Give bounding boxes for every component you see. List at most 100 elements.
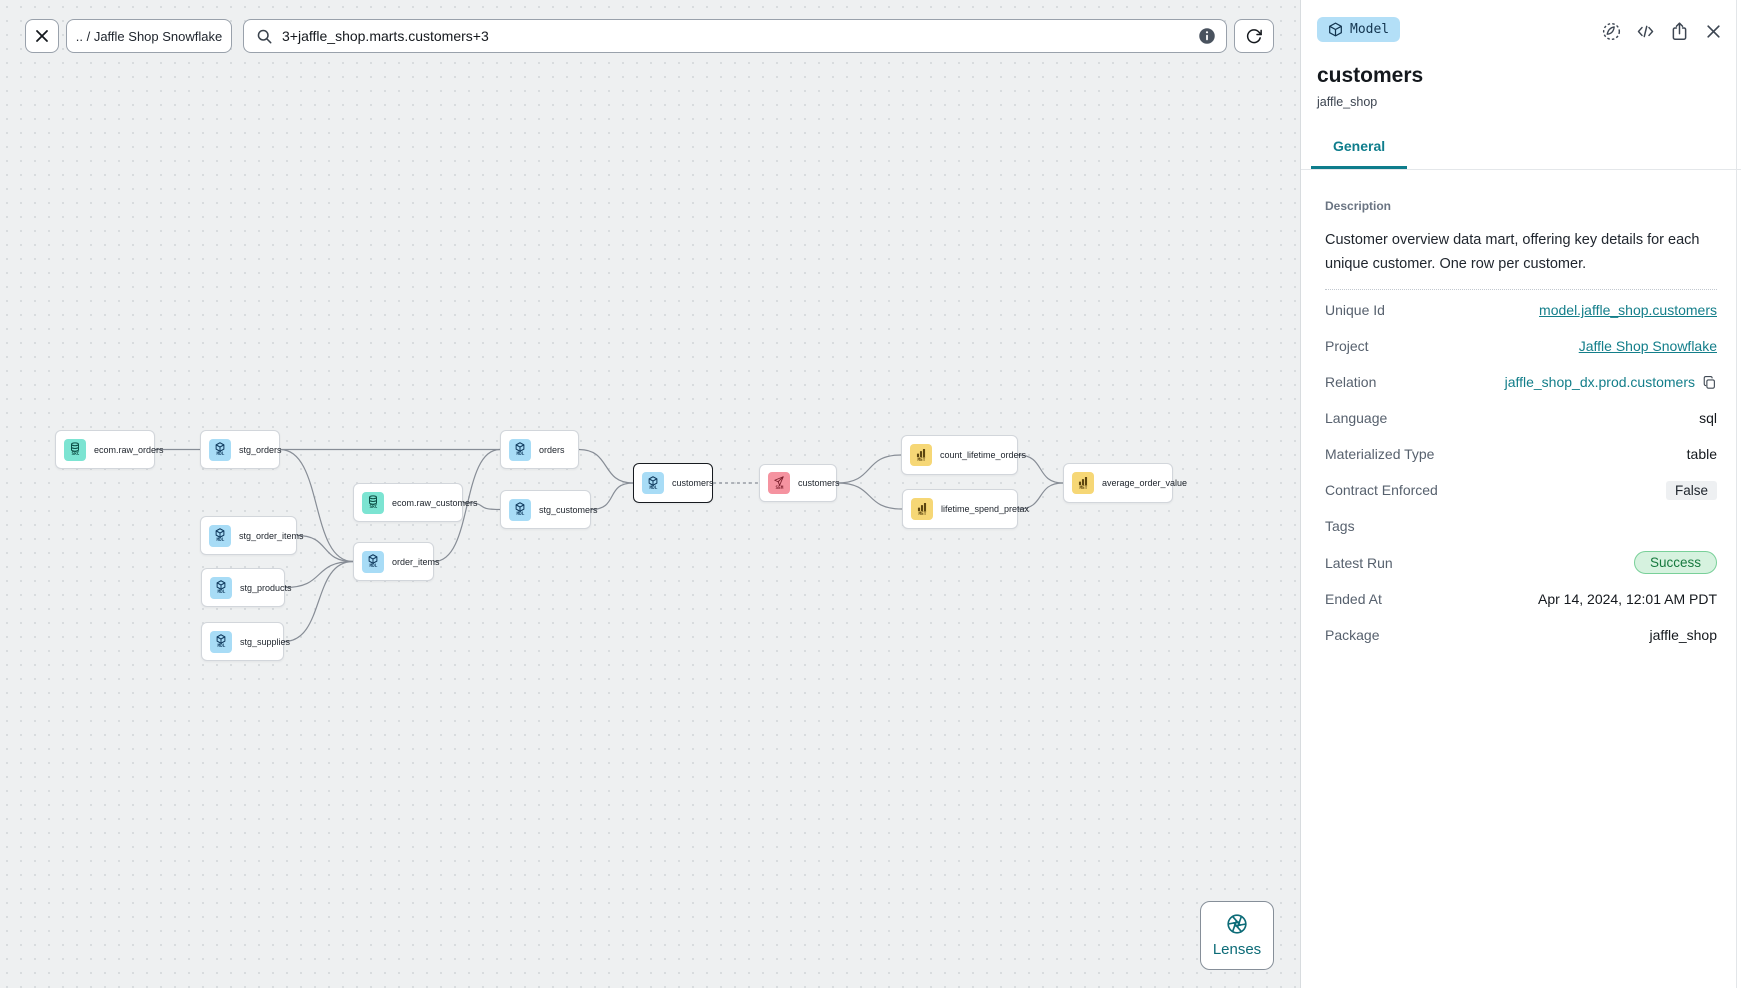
edge-stg_order_items-to-order_items bbox=[296, 534, 354, 563]
node-label: stg_supplies bbox=[240, 636, 291, 647]
close-graph-button[interactable] bbox=[25, 19, 59, 53]
lenses-button[interactable]: Lenses bbox=[1200, 901, 1274, 970]
share-icon bbox=[1672, 21, 1686, 40]
row-label: Language bbox=[1325, 410, 1388, 426]
edge-orders-to-customers bbox=[578, 448, 634, 484]
node-average_order_value[interactable]: MET average_order_value bbox=[1063, 463, 1187, 503]
node-customers[interactable]: MDL customers bbox=[633, 463, 714, 503]
node-label: customers bbox=[672, 478, 714, 488]
row-value: table bbox=[1686, 446, 1717, 462]
edge-stg_products-to-order_items bbox=[284, 560, 354, 589]
cube-icon: MDL bbox=[362, 550, 384, 573]
cube-icon: MDL bbox=[642, 472, 664, 494]
node-stg_orders[interactable]: MDL stg_orders bbox=[200, 430, 282, 469]
lenses-aperture-icon bbox=[1227, 914, 1247, 934]
cube-icon: MDL bbox=[210, 576, 232, 599]
detail-row-tags: Tags bbox=[1325, 515, 1717, 537]
status-badge: Success bbox=[1633, 551, 1717, 574]
panel-tabs: General bbox=[1311, 138, 1725, 169]
edge-order_items-to-orders bbox=[433, 448, 501, 563]
edge-customers_sem-to-lifetime_spend_pretax bbox=[836, 482, 903, 510]
row-label: Tags bbox=[1325, 518, 1355, 534]
node-stg_customers[interactable]: MDL stg_customers bbox=[500, 490, 598, 529]
refresh-button[interactable] bbox=[1234, 19, 1274, 53]
row-label: Project bbox=[1325, 338, 1369, 354]
view-code-button[interactable] bbox=[1633, 19, 1657, 43]
node-stg_products[interactable]: MDL stg_products bbox=[201, 568, 292, 607]
node-label: stg_order_items bbox=[239, 530, 304, 541]
node-label: order_items bbox=[392, 556, 440, 567]
row-value: sql bbox=[1699, 410, 1717, 426]
node-stg_order_items[interactable]: MDL stg_order_items bbox=[200, 516, 304, 555]
node-label: customers bbox=[798, 478, 840, 488]
detail-row-materialized-type: Materialized Type table bbox=[1325, 443, 1717, 465]
edge-customers_sem-to-count_lifetime_orders bbox=[836, 454, 902, 484]
cube-icon: MDL bbox=[509, 498, 531, 521]
node-label: stg_orders bbox=[239, 444, 282, 455]
share-button[interactable] bbox=[1667, 19, 1691, 43]
refresh-icon bbox=[1246, 29, 1262, 44]
breadcrumb-label: .. / Jaffle Shop Snowflake bbox=[75, 28, 223, 44]
tab-general[interactable]: General bbox=[1311, 138, 1408, 169]
lenses-label: Lenses bbox=[1212, 941, 1262, 958]
chart-icon: MET bbox=[911, 498, 933, 520]
node-label: orders bbox=[539, 444, 565, 455]
node-order_items[interactable]: MDL order_items bbox=[353, 542, 440, 581]
database-icon: SRC bbox=[362, 491, 384, 514]
edge-count_lifetime_orders-to-average_order_value bbox=[1017, 454, 1064, 484]
edge-lifetime_spend_pretax-to-average_order_value bbox=[1017, 482, 1064, 510]
detail-row-relation: Relation jaffle_shop_dx.prod.customers bbox=[1325, 371, 1717, 393]
node-customers_sem[interactable]: SEM customers bbox=[759, 464, 840, 502]
row-value-link[interactable]: Jaffle Shop Snowflake bbox=[1578, 338, 1717, 354]
row-label: Ended At bbox=[1325, 591, 1382, 607]
lineage-search[interactable] bbox=[243, 19, 1227, 53]
plane-icon: SEM bbox=[768, 472, 790, 494]
detail-row-unique-id: Unique Id model.jaffle_shop.customers bbox=[1325, 299, 1717, 321]
package-subtitle: jaffle_shop bbox=[1317, 95, 1378, 109]
row-label: Materialized Type bbox=[1325, 446, 1435, 462]
chart-icon: MET bbox=[1072, 472, 1094, 494]
copy-icon[interactable] bbox=[1702, 375, 1717, 390]
edge-stg_supplies-to-order_items bbox=[283, 560, 354, 643]
search-icon bbox=[257, 29, 272, 43]
close-icon bbox=[1706, 24, 1720, 38]
code-icon bbox=[1637, 25, 1653, 37]
close-icon bbox=[36, 30, 48, 42]
search-input[interactable] bbox=[282, 28, 1189, 44]
panel-header: Model bbox=[1301, 0, 1741, 170]
general-section: Description Customer overview data mart,… bbox=[1301, 170, 1741, 646]
resource-type-badge: Model bbox=[1317, 17, 1401, 42]
edge-ecom_raw_customers-to-stg_customers bbox=[462, 501, 501, 511]
cube-icon: MDL bbox=[210, 630, 232, 653]
node-label: stg_products bbox=[240, 582, 292, 593]
row-value: jaffle_shop_dx.prod.customers bbox=[1504, 374, 1695, 390]
close-panel-button[interactable] bbox=[1701, 19, 1725, 43]
row-value-link[interactable]: model.jaffle_shop.customers bbox=[1539, 302, 1717, 318]
detail-row-language: Language sql bbox=[1325, 407, 1717, 429]
node-label: ecom.raw_customers bbox=[392, 497, 478, 508]
node-label: stg_customers bbox=[539, 504, 598, 515]
node-ecom_raw_customers[interactable]: SRC ecom.raw_customers bbox=[353, 483, 478, 522]
node-label: count_lifetime_orders bbox=[940, 450, 1027, 460]
row-label: Unique Id bbox=[1325, 302, 1385, 318]
cube-icon: MDL bbox=[209, 438, 231, 461]
cube-icon: MDL bbox=[209, 524, 231, 547]
info-icon[interactable] bbox=[1198, 27, 1216, 45]
node-label: average_order_value bbox=[1102, 478, 1188, 488]
panel-scrollbar[interactable] bbox=[1736, 0, 1737, 988]
description-label: Description bbox=[1325, 199, 1392, 213]
row-label: Relation bbox=[1325, 374, 1377, 390]
row-label: Contract Enforced bbox=[1325, 482, 1438, 498]
explore-lineage-button[interactable] bbox=[1599, 19, 1623, 43]
node-stg_supplies[interactable]: MDL stg_supplies bbox=[201, 622, 290, 661]
breadcrumb[interactable]: .. / Jaffle Shop Snowflake bbox=[66, 19, 232, 53]
cube-icon bbox=[1329, 22, 1342, 37]
